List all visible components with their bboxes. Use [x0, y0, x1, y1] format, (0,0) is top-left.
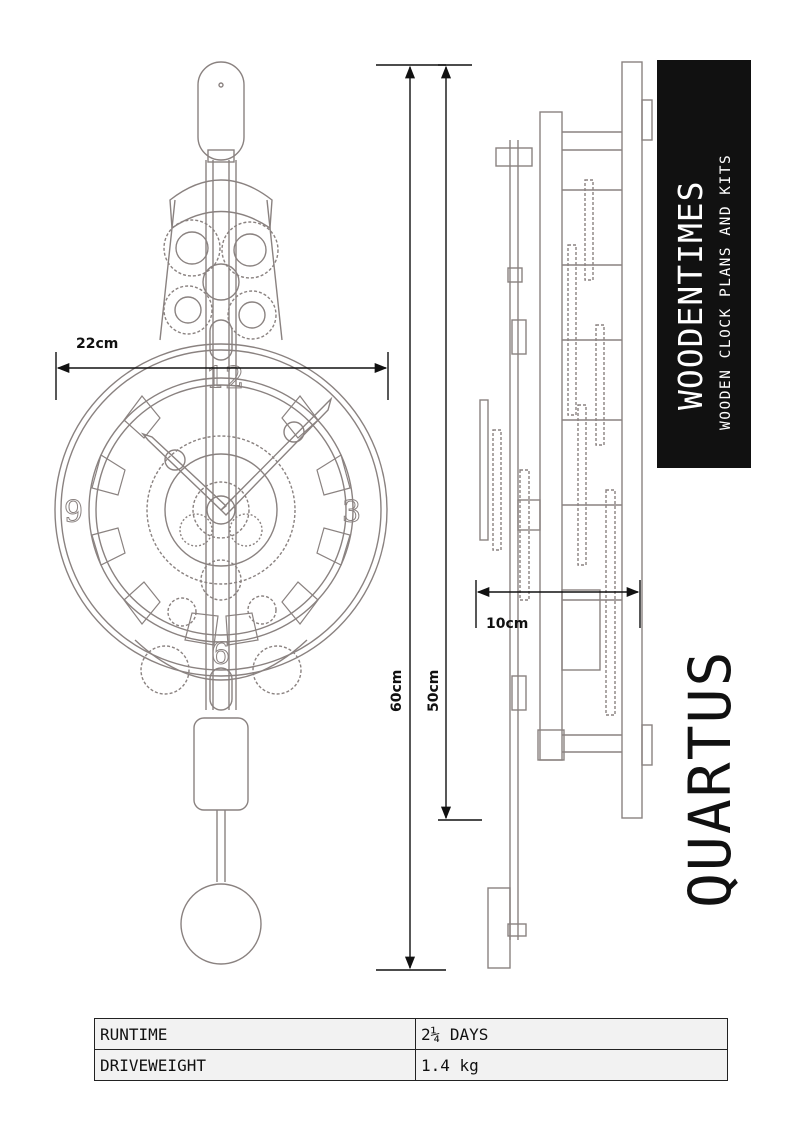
hour-hand	[140, 432, 228, 511]
total-height-label: 60cm	[389, 670, 405, 712]
brand-box	[657, 60, 751, 468]
numeral-3: 3	[342, 495, 361, 530]
hanger-block	[197, 61, 245, 161]
minute-hand	[220, 396, 333, 516]
spec-label: DRIVEWEIGHT	[94, 1049, 416, 1081]
side-view	[479, 61, 653, 969]
model-name: QUARTUS	[676, 649, 744, 908]
brand-tagline: WOODEN CLOCK PLANS AND KITS	[718, 153, 734, 430]
front-view: 12 3 6 9	[54, 61, 388, 965]
depth-label: 10cm	[486, 616, 528, 632]
dimension-lines	[55, 64, 641, 971]
drive-weight	[193, 717, 249, 811]
width-label: 22cm	[76, 336, 118, 352]
pendulum-bob	[180, 883, 262, 965]
numeral-9: 9	[64, 495, 83, 530]
body-height-label: 50cm	[426, 670, 442, 712]
clock-dial: 12 3 6 9	[54, 343, 388, 677]
backboard	[621, 61, 643, 819]
spec-value: 2¼ DAYS	[415, 1018, 728, 1050]
numeral-12: 12	[206, 361, 244, 396]
spec-label: RUNTIME	[94, 1018, 416, 1050]
numeral-6: 6	[211, 637, 230, 672]
spec-value: 1.4 kg	[415, 1049, 728, 1081]
spec-table: RUNTIME 2¼ DAYS DRIVEWEIGHT 1.4 kg	[94, 1018, 728, 1081]
brand-title: WOODENTIMES	[671, 180, 710, 410]
upper-gear-train	[163, 219, 279, 340]
side-gears	[492, 179, 616, 716]
spec-row-runtime: RUNTIME 2¼ DAYS	[94, 1018, 728, 1050]
spec-row-driveweight: DRIVEWEIGHT 1.4 kg	[94, 1049, 728, 1081]
